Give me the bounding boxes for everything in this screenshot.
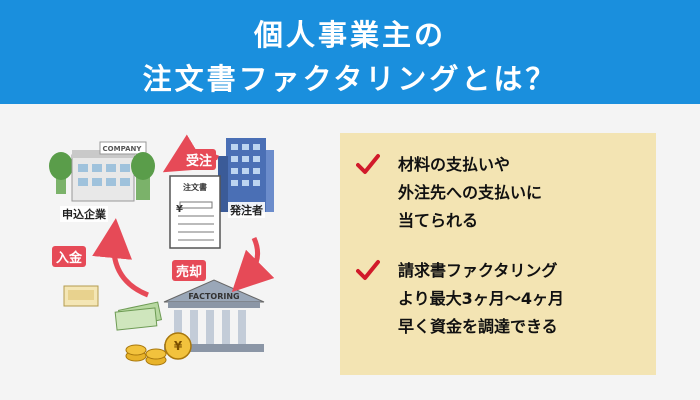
applicant-label: 申込企業 xyxy=(60,206,108,222)
factoring-sign: FACTORING xyxy=(188,292,239,301)
title-line-1: 個人事業主の xyxy=(253,18,446,52)
check-icon xyxy=(356,154,380,174)
sale-badge: 売却 xyxy=(172,260,207,281)
banknote-icon xyxy=(114,301,163,331)
check-icon xyxy=(356,260,380,280)
benefit-line: 早く資金を調達できる xyxy=(398,317,558,336)
cash-envelope-icon xyxy=(63,285,99,307)
benefit-line: 外注先への支払いに xyxy=(398,183,543,202)
benefits-panel: 材料の支払いや 外注先への支払いに 当てられる 請求書ファクタリング より最大3… xyxy=(340,133,656,375)
orderer-office-icon xyxy=(218,138,274,212)
flow-diagram: COMPANY 注文書 ¥ FACTORING ¥ xyxy=(49,134,275,366)
benefit-line: より最大3ヶ月〜4ヶ月 xyxy=(398,289,564,308)
deposit-badge: 入金 xyxy=(52,246,87,267)
title-line-2: 注文書ファクタリングとは？ xyxy=(142,62,558,96)
benefit-line: 当てられる xyxy=(398,211,479,230)
order-badge: 受注 xyxy=(182,149,217,170)
benefit-line: 請求書ファクタリング xyxy=(398,261,558,280)
order-document-icon xyxy=(169,175,221,249)
title-banner: 個人事業主の 注文書ファクタリングとは？ xyxy=(0,0,700,104)
deposit-arrow xyxy=(92,218,149,298)
factoring-bank-icon xyxy=(163,279,265,352)
document-yen-symbol: ¥ xyxy=(176,204,183,215)
sale-arrow xyxy=(231,236,275,293)
coin-yen-symbol: ¥ xyxy=(174,339,183,353)
coin-stack-icon xyxy=(125,332,192,366)
document-title: 注文書 xyxy=(183,182,207,192)
benefit-line: 材料の支払いや xyxy=(398,155,511,174)
company-building-icon xyxy=(49,141,155,202)
issuer-label: 発注者 xyxy=(228,202,265,218)
factoring-flow-illustration: COMPANY 注文書 ¥ FACTORING ¥ 申込企業 発注者 受注 売却… xyxy=(40,120,330,385)
company-sign: COMPANY xyxy=(103,145,143,153)
